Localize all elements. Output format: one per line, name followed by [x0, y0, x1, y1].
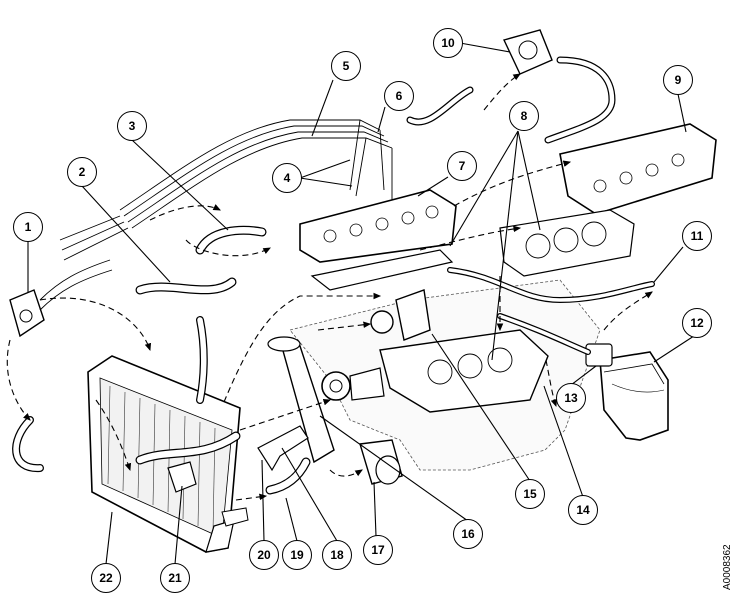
callout-10: 10	[433, 28, 463, 58]
figure-reference: A0008362	[722, 544, 733, 590]
callout-21: 21	[160, 563, 190, 593]
callout-15: 15	[515, 479, 545, 509]
coolant-pipe-end	[267, 336, 301, 352]
hose-network	[12, 56, 655, 495]
callout-2: 2	[67, 157, 97, 187]
cylinder-head-front	[299, 189, 457, 263]
pump-housing	[359, 439, 403, 485]
callout-18: 18	[322, 540, 352, 570]
head-gasket	[499, 209, 635, 277]
bracket	[257, 425, 309, 472]
callout-13: 13	[556, 383, 586, 413]
callout-11: 11	[682, 221, 712, 251]
pressure-valve	[9, 289, 45, 338]
callout-20: 20	[249, 540, 279, 570]
callout-5: 5	[331, 51, 361, 81]
callout-4: 4	[272, 163, 302, 193]
cylinder-head-rear	[559, 123, 717, 215]
callout-22: 22	[91, 563, 121, 593]
drain-tap	[167, 461, 197, 493]
intake-gasket	[310, 249, 454, 291]
coolant-valve	[503, 29, 553, 75]
callout-9: 9	[663, 65, 693, 95]
callout-6: 6	[384, 81, 414, 111]
callout-14: 14	[568, 495, 598, 525]
callout-12: 12	[682, 308, 712, 338]
callout-8: 8	[509, 101, 539, 131]
callout-7: 7	[447, 151, 477, 181]
callout-1: 1	[13, 212, 43, 242]
bleed-pipes	[39, 119, 393, 311]
callout-16: 16	[453, 519, 483, 549]
callout-19: 19	[282, 540, 312, 570]
cylinder-bank-lower	[379, 329, 549, 413]
leader-lines	[27, 42, 698, 565]
callout-3: 3	[117, 111, 147, 141]
expansion-tank	[585, 343, 669, 441]
flow-paths	[6, 73, 653, 501]
callout-17: 17	[363, 535, 393, 565]
water-pump	[321, 367, 385, 401]
